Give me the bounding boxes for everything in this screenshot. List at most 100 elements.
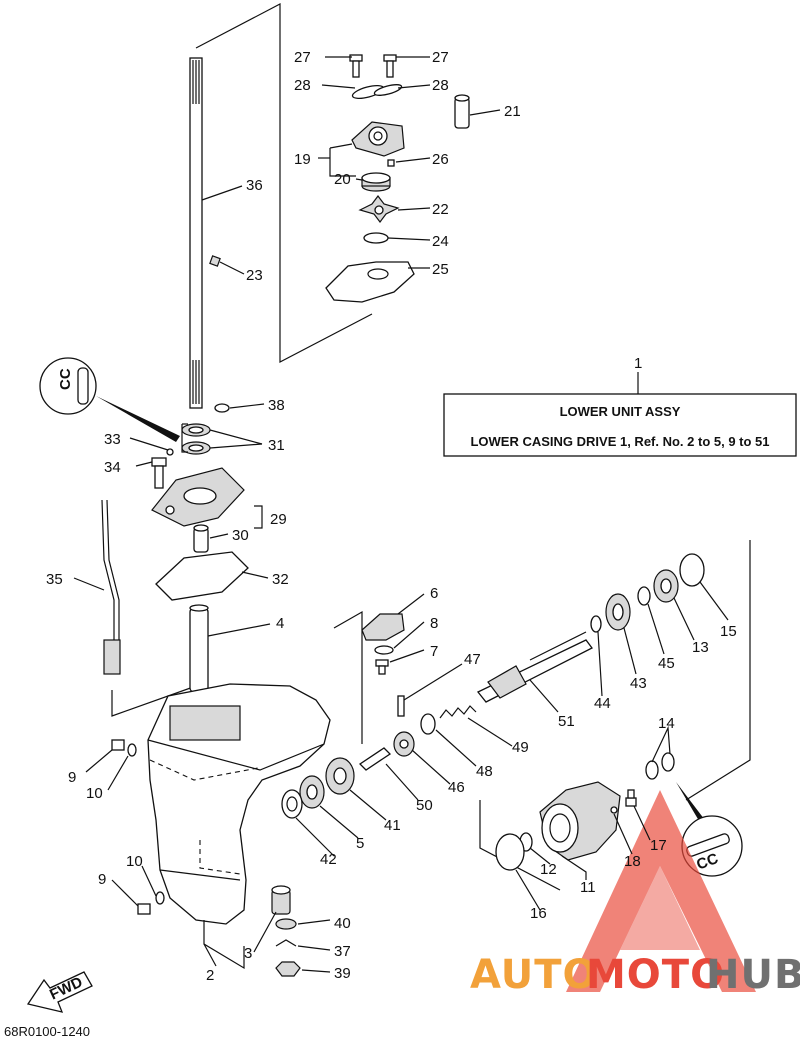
oil-seal-housing-29: [151, 467, 245, 527]
callout-50: 50: [416, 797, 433, 814]
bolt-9-upper: [111, 739, 137, 757]
cc-detail-circle-bottom: CC: [676, 782, 743, 877]
callout-46: 46: [448, 779, 465, 796]
pump-gaskets-28: [351, 84, 403, 100]
callout-33: 33: [104, 431, 121, 448]
title-box-subtitle: LOWER CASING DRIVE 1, Ref. No. 2 to 5, 9…: [470, 434, 769, 449]
watermark-part3: HUB: [706, 952, 800, 998]
pump-bolts-27: [349, 54, 397, 78]
callout-48: 48: [476, 763, 493, 780]
callout-28: 28: [432, 77, 449, 94]
water-pump-group-outline: [195, 3, 373, 363]
water-tube-21: [454, 94, 470, 129]
callout-43: 43: [630, 675, 647, 692]
callout-27: 27: [294, 49, 311, 66]
water-tube-4: [189, 604, 209, 693]
propeller-shaft-51: [476, 631, 593, 703]
callout-labels: 27 27 28 28 21 19 26 20 22 24 25 36 23 3…: [46, 49, 737, 984]
callout-34: 34: [104, 459, 121, 476]
callout-39: 39: [334, 965, 351, 982]
callout-4: 4: [276, 615, 284, 632]
sleeve-30: [193, 524, 209, 553]
callout-42: 42: [320, 851, 337, 868]
title-box-title: LOWER UNIT ASSY: [560, 404, 681, 419]
impeller-22: [358, 195, 400, 223]
callout-51: 51: [558, 713, 575, 730]
pin-18: [610, 806, 618, 814]
gasket-32: [155, 551, 249, 601]
title-box-ref: 1: [634, 355, 642, 372]
bearing-5: [299, 775, 325, 809]
screw-7: [375, 659, 389, 675]
grommet-6: [361, 613, 405, 641]
spring-49: [439, 705, 477, 719]
bearing-13: [653, 569, 679, 603]
callout-27: 27: [432, 49, 449, 66]
callout-9: 9: [98, 871, 106, 888]
callout-10: 10: [126, 853, 143, 870]
callout-49: 49: [512, 739, 529, 756]
callout-44: 44: [594, 695, 611, 712]
callout-23: 23: [246, 267, 263, 284]
shim-45: [637, 586, 651, 606]
title-box: 1 LOWER UNIT ASSY LOWER CASING DRIVE 1, …: [443, 355, 797, 457]
callout-2: 2: [206, 967, 214, 984]
callout-7: 7: [430, 643, 438, 660]
drawing-code: 68R0100-1240: [4, 1024, 90, 1039]
pump-housing-19: [351, 121, 405, 157]
callout-40: 40: [334, 915, 351, 932]
pinion-gear-41: [325, 757, 355, 795]
forward-gear-43: [605, 593, 631, 631]
bushing-3: [271, 885, 291, 915]
bracket-31: [181, 423, 188, 453]
oil-seals-31: [181, 423, 211, 455]
shift-rod-35: [101, 499, 121, 675]
o-ring-16: [495, 833, 525, 871]
callout-9: 9: [68, 769, 76, 786]
watermark-text: AUTO MOTO HUB: [470, 952, 800, 998]
insert-cartridge-20: [361, 172, 391, 192]
dowel-33: [166, 448, 174, 456]
shaft-housing-11: [539, 781, 621, 861]
cc-label-bottom: CC: [694, 850, 720, 873]
callout-41: 41: [384, 817, 401, 834]
callout-19: 19: [294, 151, 311, 168]
callout-8: 8: [430, 615, 438, 632]
washer-40: [275, 918, 297, 930]
outer-plate-cartridge-25: [325, 261, 415, 303]
callout-30: 30: [232, 527, 249, 544]
callout-37: 37: [334, 943, 351, 960]
washer-8: [374, 645, 394, 655]
bolt-17: [625, 789, 637, 807]
cc-label-top: CC: [57, 368, 74, 390]
callout-16: 16: [530, 905, 547, 922]
pin-47: [397, 695, 405, 717]
drive-shaft: [189, 57, 221, 409]
fwd-arrow: FWD: [26, 971, 93, 1013]
cotter-pin-37: [275, 939, 297, 947]
callout-35: 35: [46, 571, 63, 588]
callout-14: 14: [658, 715, 675, 732]
pin-26: [387, 159, 395, 167]
shift-plunger-50: [358, 747, 392, 771]
callout-5: 5: [356, 835, 364, 852]
callout-28: 28: [294, 77, 311, 94]
callout-10: 10: [86, 785, 103, 802]
seals-14: [645, 752, 675, 780]
fwd-label: FWD: [47, 974, 85, 1004]
o-ring-15: [679, 553, 705, 587]
callout-26: 26: [432, 151, 449, 168]
lower-casing-2: [147, 683, 331, 925]
callout-18: 18: [624, 853, 641, 870]
callout-12: 12: [540, 861, 557, 878]
callout-15: 15: [720, 623, 737, 640]
leader-lines: [73, 56, 729, 973]
bracket-29: [254, 505, 263, 529]
bolt-9-lower: [137, 891, 165, 915]
callout-17: 17: [650, 837, 667, 854]
nut-39: [275, 961, 301, 977]
watermark-part1: AUTO: [470, 952, 598, 998]
callout-47: 47: [464, 651, 481, 668]
watermark-part2: MOTO: [586, 952, 725, 998]
